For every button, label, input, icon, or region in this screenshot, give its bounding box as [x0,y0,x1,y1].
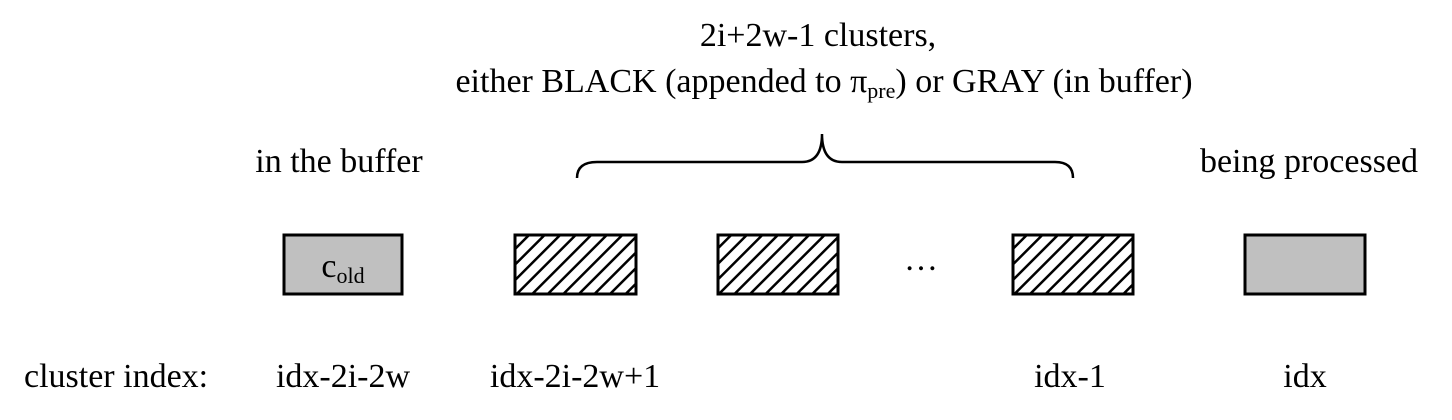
pi-subscript: pre [867,78,896,103]
in-buffer-label: in the buffer [255,143,423,180]
header-line-2-suffix: ) or GRAY (in buffer) [895,63,1193,100]
cluster-current-box [1243,233,1367,296]
cluster-last-hatched-box [1011,233,1135,296]
cluster-old-box [282,233,404,296]
cluster-old-label: cold [321,247,364,287]
curly-brace [575,133,1075,179]
index-first-hatched: idx-2i-2w+1 [489,358,661,395]
index-old: idx-2i-2w [275,358,411,395]
cluster-old-subscript: old [336,263,365,288]
ellipsis: … [904,241,938,278]
index-current: idx [1283,358,1327,395]
cluster-second-hatched-box [716,233,840,296]
cluster-old-letter: c [321,248,337,285]
index-last-hatched: idx-1 [1034,358,1106,395]
header-line-2-prefix: either BLACK (appended to [455,63,851,100]
pi-symbol: π [850,63,868,100]
cluster-index-label: cluster index: [24,358,209,395]
header-line-2: either BLACK (appended to πpre) or GRAY … [455,62,1192,102]
cluster-first-hatched-box [513,233,638,296]
being-processed-label: being processed [1199,143,1419,180]
header-line-1: 2i+2w-1 clusters, [699,17,937,54]
